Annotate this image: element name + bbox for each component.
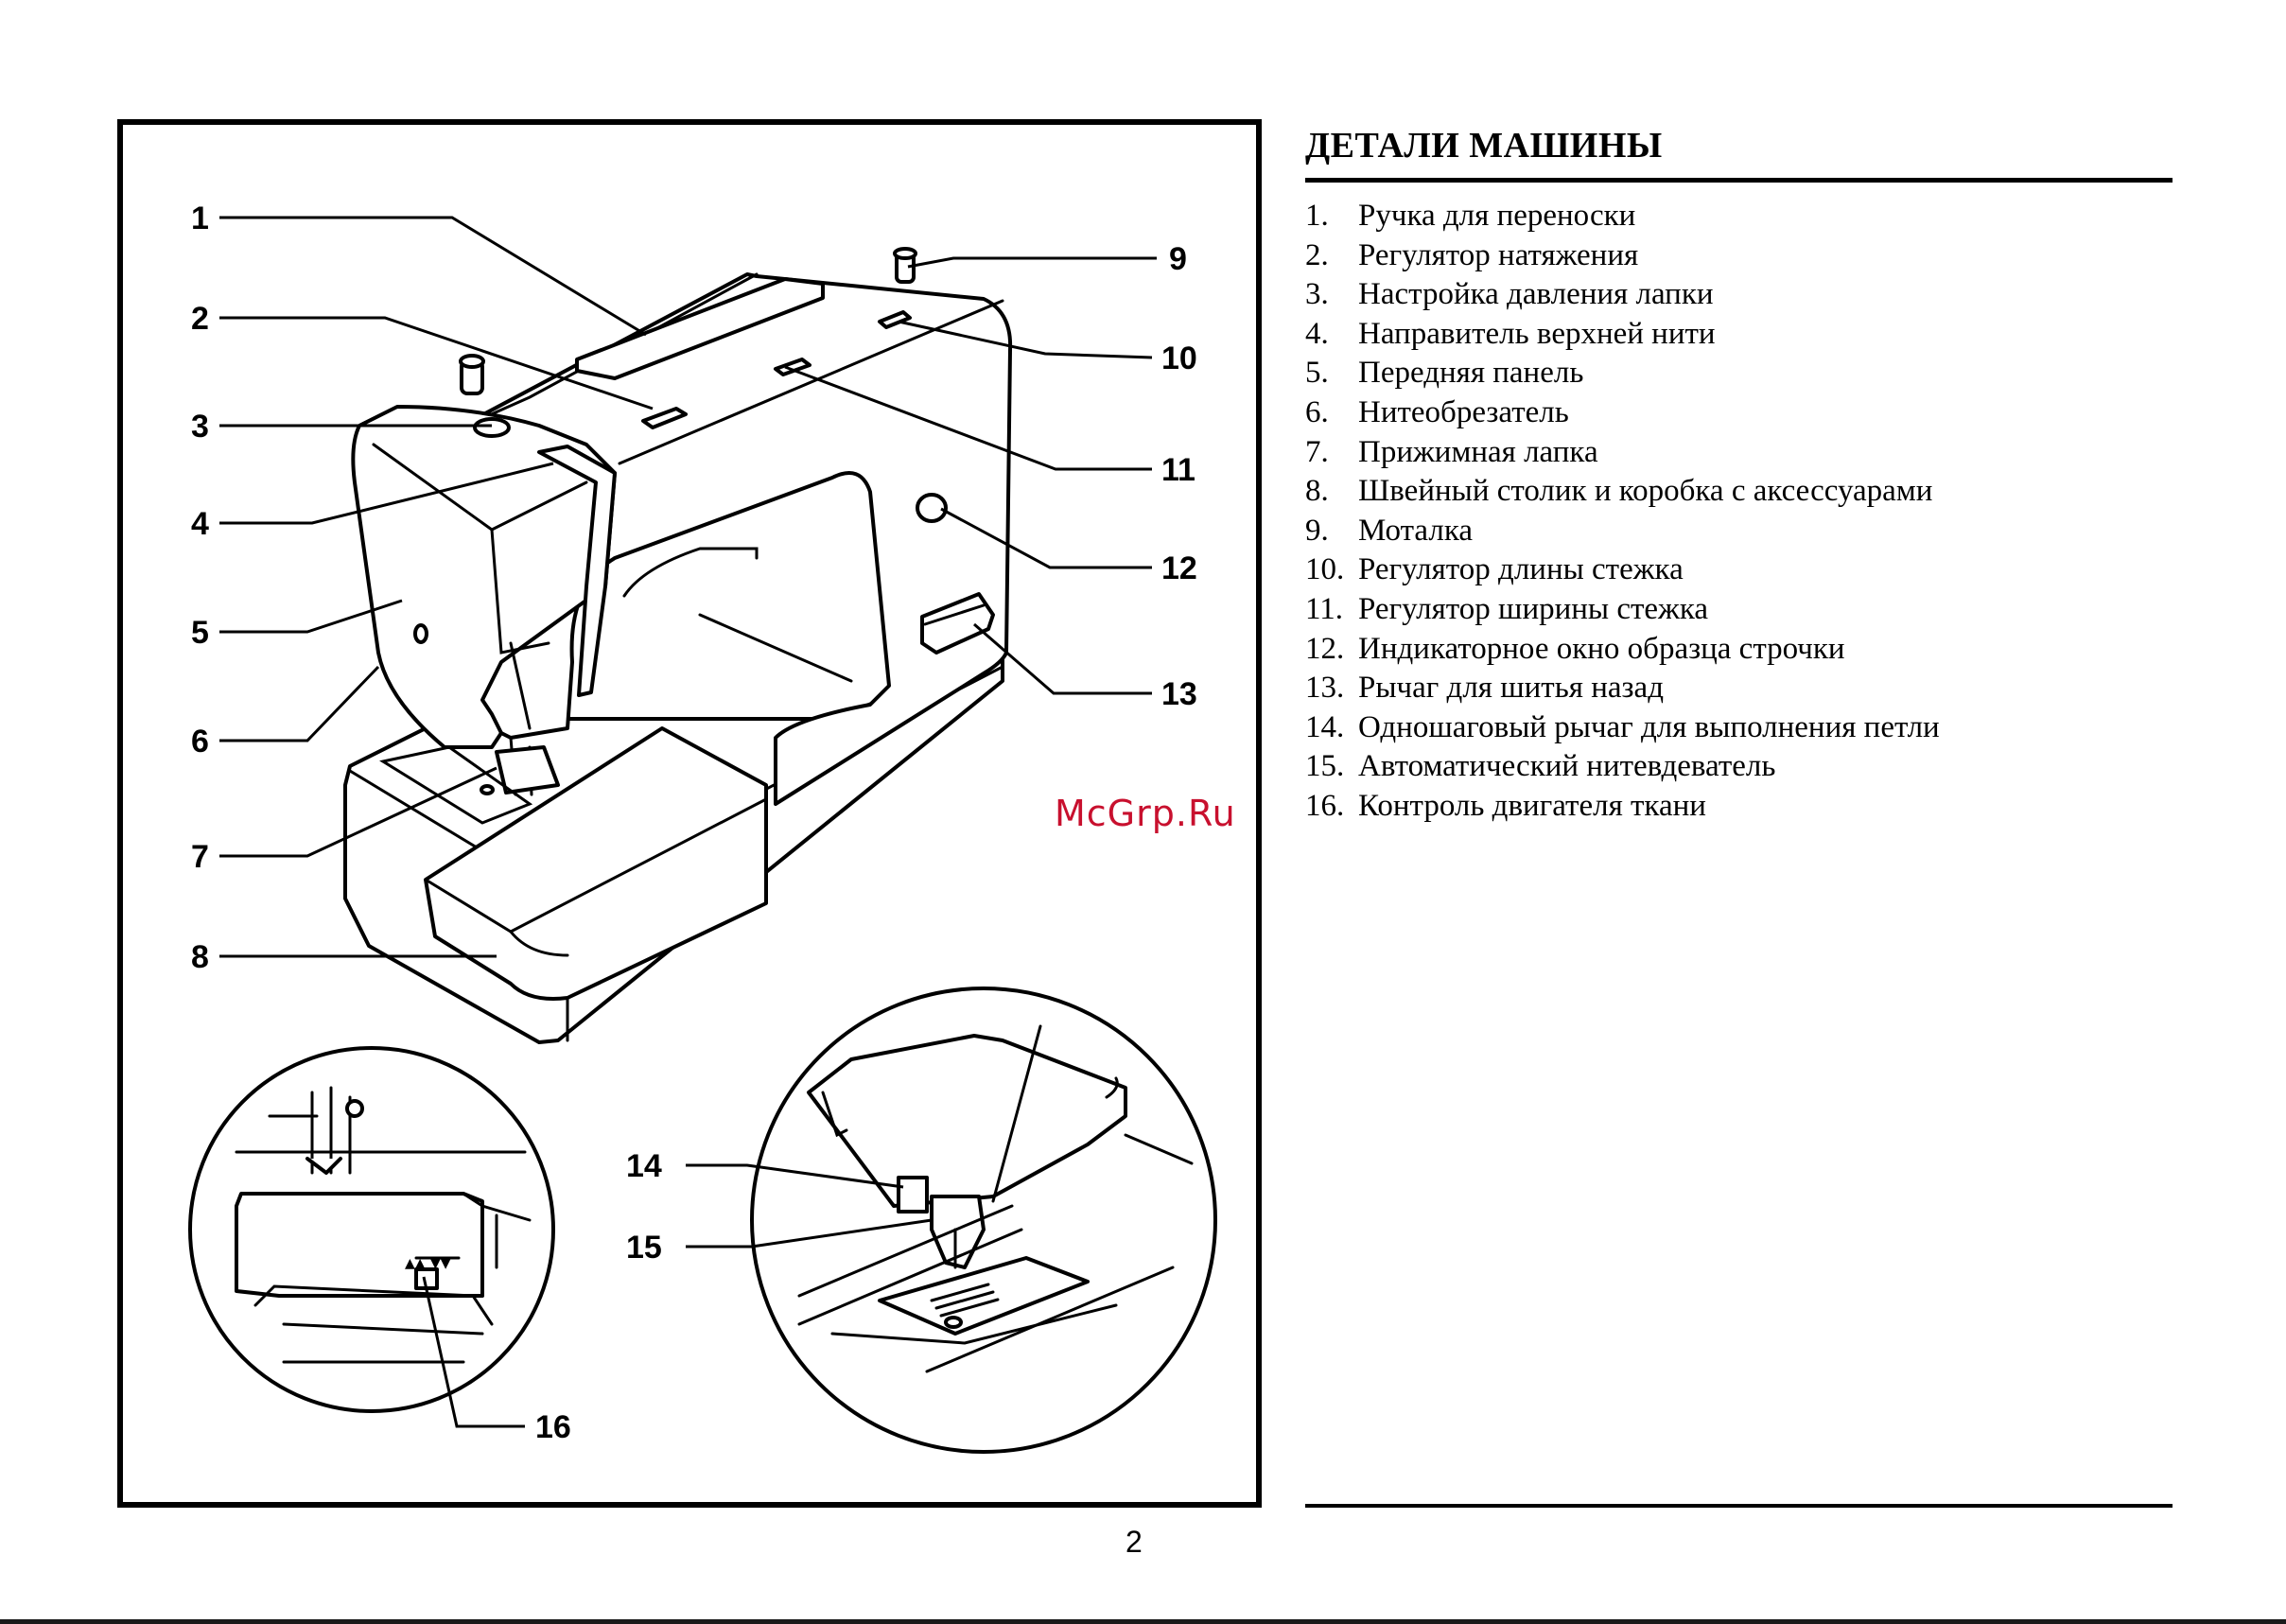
callout-15: 15 (626, 1230, 662, 1266)
list-item: 2.Регулятор натяжения (1305, 237, 1639, 272)
detail-inset-feed: ▲▲ ▼▼ (188, 1046, 555, 1413)
callout-1: 1 (191, 201, 209, 236)
callout-14: 14 (626, 1148, 662, 1184)
section-title: ДЕТАЛИ МАШИНЫ (1305, 126, 1663, 166)
callout-16: 16 (535, 1409, 571, 1445)
list-item: 11.Регулятор ширины стежка (1305, 591, 1709, 626)
page-number: 2 (1126, 1525, 1143, 1559)
machine-illustration (343, 247, 1013, 1044)
leader-lines (219, 216, 1157, 1428)
callout-11: 11 (1161, 452, 1195, 488)
bottom-rule (1305, 1504, 2173, 1508)
callout-2: 2 (191, 301, 209, 337)
callout-5: 5 (191, 615, 209, 651)
list-item: 14.Одношаговый рычаг для выполнения петл… (1305, 709, 1940, 744)
callout-8: 8 (191, 939, 209, 975)
list-item: 6.Нитеобрезатель (1305, 394, 1569, 429)
list-item: 3.Настройка давления лапки (1305, 277, 1714, 312)
callout-6: 6 (191, 724, 209, 760)
callout-3: 3 (191, 409, 209, 445)
svg-text:▼▼: ▼▼ (430, 1256, 451, 1271)
callout-numbers: 1 2 3 4 5 6 7 8 9 10 11 12 13 14 15 16 (191, 201, 1197, 1445)
list-item: 8.Швейный столик и коробка с аксессуарам… (1305, 474, 1933, 509)
list-item: 12.Индикаторное окно образца строчки (1305, 631, 1845, 666)
parts-list: 1.Ручка для переноски 2.Регулятор натяже… (1305, 197, 1940, 827)
title-rule (1305, 178, 2173, 183)
list-item: 9.Моталка (1305, 513, 1473, 548)
list-item: 4.Направитель верхней нити (1305, 316, 1716, 351)
watermark: McGrp.Ru (1055, 793, 1236, 834)
callout-4: 4 (191, 506, 209, 542)
callout-7: 7 (191, 839, 209, 875)
callout-9: 9 (1169, 241, 1187, 277)
figure-frame (117, 119, 1262, 1508)
list-item: 1.Ручка для переноски (1305, 199, 1636, 233)
callout-12: 12 (1161, 550, 1197, 586)
list-item: 15.Автоматический нитевдеватель (1305, 749, 1776, 784)
list-item: 16.Контроль двигателя ткани (1305, 788, 1706, 823)
svg-text:▲▲: ▲▲ (405, 1256, 426, 1271)
list-item: 10.Регулятор длины стежка (1305, 552, 1684, 587)
callout-10: 10 (1161, 341, 1197, 376)
list-item: 5.Передняя панель (1305, 356, 1584, 391)
carry-handle (575, 277, 825, 380)
detail-inset-needle (750, 987, 1217, 1454)
bottom-band (0, 1619, 2286, 1624)
list-item: 7.Прижимная лапка (1305, 434, 1598, 469)
list-item: 13.Рычаг для шитья назад (1305, 671, 1664, 706)
callout-13: 13 (1161, 676, 1197, 712)
